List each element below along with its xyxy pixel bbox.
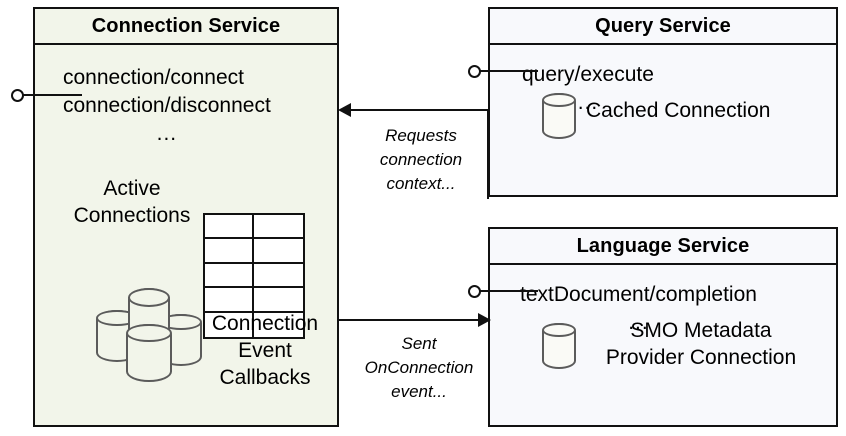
language-service-body: textDocument/completion ... SMO Metadata… (490, 265, 836, 425)
lollipop-stick-icon (23, 94, 82, 96)
edge-connection-to-language-line (339, 319, 490, 321)
connection-service-ellipsis: ... (156, 122, 178, 145)
smo-label-line-2: Provider Connection (605, 346, 797, 369)
query-service-ellipsis: ... (577, 91, 599, 114)
database-cylinder-front-icon (126, 324, 172, 382)
edge-top-label-line-1: Requests (385, 126, 457, 145)
edge-query-to-connection-arrowhead-icon (338, 103, 351, 117)
language-service-title: Language Service (490, 229, 836, 265)
table-cell (254, 288, 303, 313)
database-cluster-icon (90, 288, 210, 384)
callbacks-label-line-2: Event (238, 339, 292, 362)
table-cell (205, 239, 254, 264)
edge-connection-to-language-arrowhead-icon (478, 313, 491, 327)
database-icon (542, 93, 576, 139)
database-cylinder-right-icon (160, 314, 202, 366)
lollipop-stick-icon (480, 290, 538, 292)
connection-service-title: Connection Service (35, 9, 337, 45)
operation-connection-disconnect: connection/disconnect (63, 94, 271, 117)
operation-connection-connect: connection/connect (63, 66, 244, 89)
table-cell (254, 263, 303, 289)
edge-connection-to-language-label: Sent OnConnection event... (347, 332, 491, 404)
lollipop-stick-icon (480, 70, 538, 72)
operation-query-execute: query/execute (522, 63, 654, 86)
active-connections-line-1: Active (103, 177, 161, 200)
active-connections-label: Active Connections (57, 175, 207, 229)
table-cell (205, 312, 254, 337)
database-icon (542, 323, 576, 369)
table-cell (254, 312, 303, 337)
edge-query-to-connection-riser (487, 109, 489, 199)
component-query-service[interactable]: Query Service query/execute ... Cached C… (488, 7, 838, 197)
active-connections-line-2: Connections (73, 204, 191, 227)
edge-bot-label-line-2: OnConnection (364, 358, 474, 377)
table-cell (205, 288, 254, 313)
connection-event-callbacks-table (203, 213, 305, 339)
connection-event-callbacks-label: Connection Event Callbacks (190, 310, 340, 391)
edge-query-to-connection-line (350, 109, 489, 111)
component-connection-service[interactable]: Connection Service connection/connect co… (33, 7, 339, 427)
callbacks-label-line-1: Connection (211, 312, 319, 335)
cached-connection-label: Cached Connection (586, 99, 771, 122)
query-service-operations: query/execute ... (522, 61, 654, 117)
smo-metadata-provider-connection-label: SMO Metadata Provider Connection (586, 317, 816, 371)
connection-service-body: connection/connect connection/disconnect… (35, 45, 337, 425)
edge-bot-label-line-1: Sent (401, 334, 437, 353)
table-cell (254, 239, 303, 264)
query-service-title: Query Service (490, 9, 836, 45)
edge-top-label-line-2: connection (379, 150, 463, 169)
query-service-body: query/execute ... Cached Connection (490, 45, 836, 195)
operation-textdocument-completion: textDocument/completion (520, 283, 757, 306)
component-language-service[interactable]: Language Service textDocument/completion… (488, 227, 838, 427)
edge-top-label-line-3: context... (386, 174, 456, 193)
connection-service-operations: connection/connect connection/disconnect… (63, 64, 271, 148)
callbacks-label-line-3: Callbacks (219, 366, 311, 389)
table-cell (205, 215, 254, 240)
language-service-ellipsis: ... (628, 311, 649, 334)
table-cell (205, 263, 254, 289)
smo-label-line-1: SMO Metadata (630, 319, 772, 342)
edge-query-to-connection-label: Requests connection context... (355, 124, 487, 196)
language-service-operations: textDocument/completion ... (520, 281, 757, 337)
edge-bot-label-line-3: event... (391, 382, 447, 401)
table-cell (254, 215, 303, 240)
